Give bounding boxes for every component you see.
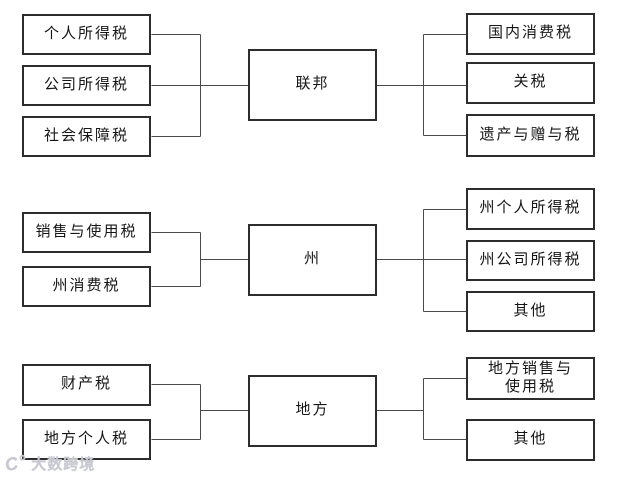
box-state: 州	[248, 224, 377, 296]
watermark-text: 大数跨境	[31, 455, 96, 473]
watermark: C° 大数跨境	[3, 450, 96, 476]
box-corporate-income-tax: 公司所得税	[22, 65, 151, 106]
box-local-personal-tax: 地方个人税	[22, 419, 151, 460]
box-federal: 联邦	[248, 49, 377, 121]
box-local: 地方	[248, 375, 377, 447]
box-state-other: 其他	[466, 291, 595, 332]
box-local-other: 其他	[466, 419, 595, 461]
box-state-excise-tax: 州消费税	[22, 266, 151, 307]
box-social-security-tax: 社会保障税	[22, 116, 151, 157]
box-customs-duty: 关税	[466, 62, 595, 104]
box-state-personal-income-tax: 州个人所得税	[466, 188, 595, 230]
box-personal-income-tax: 个人所得税	[22, 14, 151, 55]
box-sales-use-tax: 销售与使用税	[22, 212, 151, 253]
box-estate-gift-tax: 遗产与赠与税	[466, 114, 595, 157]
box-state-corporate-income-tax: 州公司所得税	[466, 240, 595, 281]
box-property-tax: 财产税	[22, 364, 151, 406]
box-local-sales-use-tax: 地方销售与 使用税	[466, 357, 595, 400]
box-domestic-excise-tax: 国内消费税	[466, 13, 595, 55]
watermark-logo-icon: C°	[3, 450, 29, 475]
